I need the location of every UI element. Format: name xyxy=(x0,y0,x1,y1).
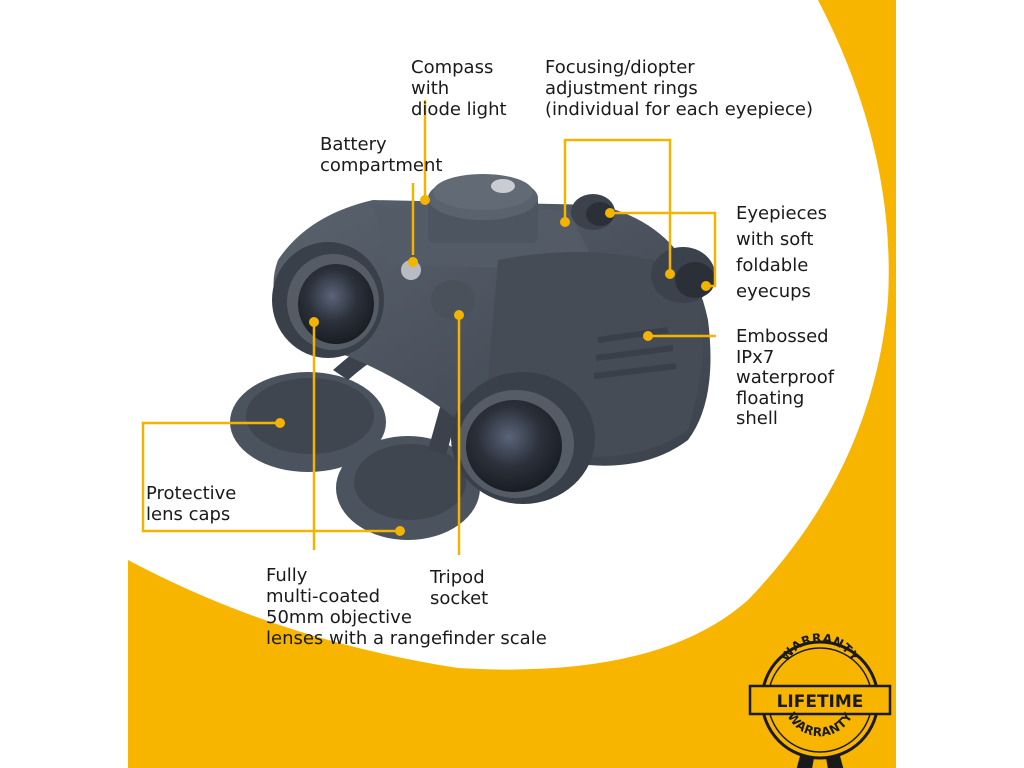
eyepiece-right xyxy=(651,247,715,303)
objective-lens-left xyxy=(272,242,384,358)
label-battery-compartment: Battery compartment xyxy=(320,134,443,176)
label-compass: Compass with diode light xyxy=(411,57,507,120)
infographic-art: WARRANTY LIFETIME WARRANTY xyxy=(128,0,896,768)
focus-knob xyxy=(431,280,475,320)
label-tripod-socket: Tripod socket xyxy=(430,567,489,609)
product-infographic: WARRANTY LIFETIME WARRANTY Compass with … xyxy=(128,0,896,768)
eyepiece-left xyxy=(571,194,615,230)
label-lens-caps: Protective lens caps xyxy=(146,483,237,525)
label-objective-lenses: Fully multi-coated 50mm objective lenses… xyxy=(266,565,547,649)
label-focusing-rings: Focusing/diopter adjustment rings (indiv… xyxy=(545,57,813,120)
badge-center-text: LIFETIME xyxy=(777,692,864,712)
label-embossed-shell: Embossed IPx7 waterproof floating shell xyxy=(736,326,835,429)
leader-lens-caps xyxy=(141,421,400,533)
leader-focusing xyxy=(563,138,672,270)
lens-cap-right xyxy=(336,436,480,540)
compass xyxy=(428,174,538,243)
leader-dots xyxy=(275,195,711,536)
objective-lens-right xyxy=(451,372,595,504)
label-eyepieces: Eyepieces with soft foldable eyecups xyxy=(736,203,827,302)
lifetime-warranty-badge: WARRANTY LIFETIME WARRANTY xyxy=(748,631,892,768)
lens-cap-left xyxy=(230,372,386,472)
